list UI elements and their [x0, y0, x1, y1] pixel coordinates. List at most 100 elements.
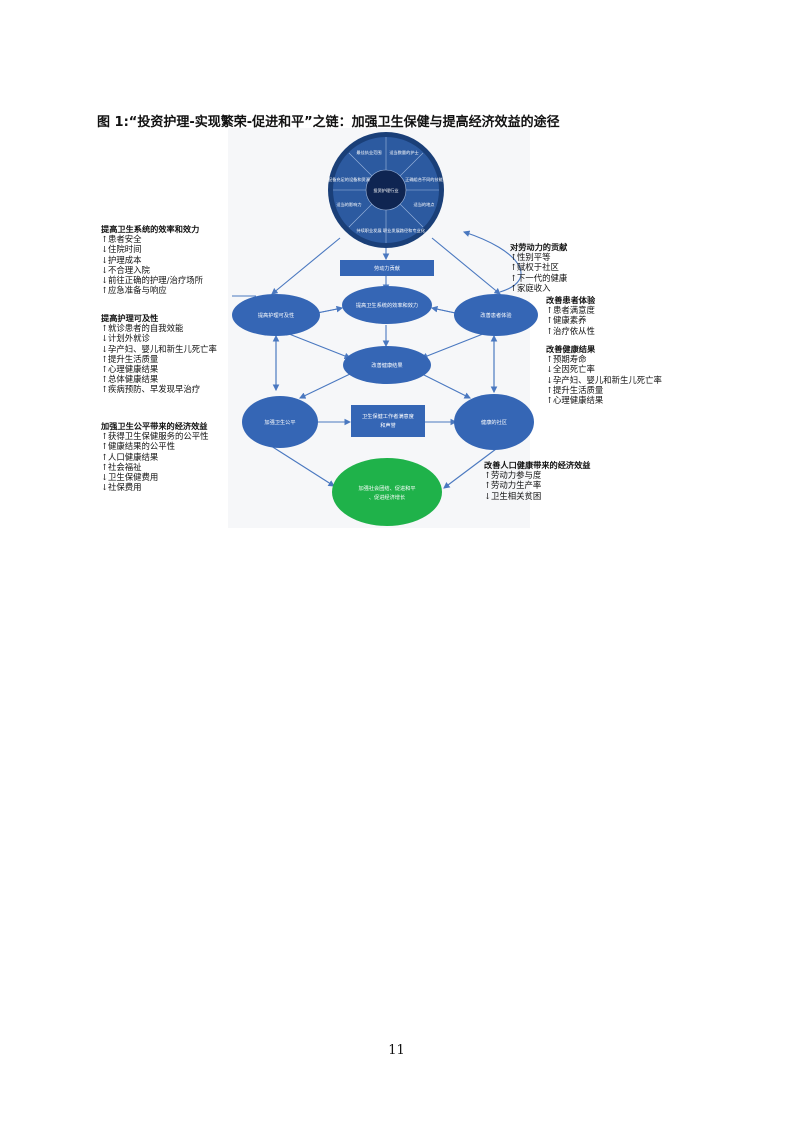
panel-list-item-text: 获得卫生保健服务的公平性: [108, 431, 209, 442]
up-arrow-icon: ↑: [546, 384, 554, 395]
equity-panel-heading: 加强卫生公平带来的经济效益: [101, 421, 208, 431]
wheel-segment-7: 适当的影响力: [336, 201, 361, 208]
panel-list-item-text: 计划外就诊: [108, 333, 150, 344]
down-arrow-icon: ↓: [101, 244, 109, 255]
panel-list-item: ↑赋权于社区: [510, 262, 567, 272]
wheel-segment-6: 持续职业发展: [356, 227, 382, 234]
outcomes-panel-list: ↑预期寿命↓全因死亡率↓孕产妇、婴儿和新生儿死亡率↑提升生活质量↑心理健康结果: [546, 354, 662, 405]
outcomes-panel-heading: 改善健康结果: [546, 344, 596, 354]
panel-list-item-text: 治疗依从性: [553, 325, 595, 336]
wheel-segment-3: 正确组合不同的技能: [405, 176, 444, 183]
panel-list-item: ↑应急准备与响应: [101, 285, 203, 295]
panel-list-item-text: 健康结果的公平性: [108, 441, 175, 452]
access-node-label: 提高护理可及性: [258, 311, 294, 319]
goal-node: [332, 458, 442, 526]
up-arrow-icon: ↑: [101, 364, 109, 375]
up-arrow-icon: ↑: [101, 234, 109, 245]
down-arrow-icon: ↓: [101, 254, 109, 265]
up-arrow-icon: ↑: [484, 470, 492, 481]
up-arrow-icon: ↑: [546, 315, 554, 326]
panel-list-item-text: 就诊患者的自我效能: [108, 323, 184, 334]
up-arrow-icon: ↑: [510, 262, 518, 273]
down-arrow-icon: ↓: [101, 333, 109, 344]
panel-list-item-text: 社保费用: [108, 482, 142, 493]
access-node: [232, 294, 320, 336]
panel-list-item-text: 劳动力参与度: [491, 470, 542, 481]
panel-list-item: ↑健康结果的公平性: [101, 441, 209, 451]
equity-panel-list: ↑获得卫生保健服务的公平性↑健康结果的公平性↑人口健康结果↑社会福祉↓卫生保健费…: [101, 431, 209, 492]
wheel-center-label: 投资护理行业: [373, 187, 398, 194]
panel-list-item-text: 提升生活质量: [108, 353, 159, 364]
down-arrow-icon: ↓: [546, 374, 554, 385]
up-arrow-icon: ↑: [101, 441, 109, 452]
workforce-satisfaction-line-1: 卫生保健工作者满意度: [362, 412, 414, 420]
down-arrow-icon: ↓: [546, 364, 554, 375]
health-outcomes-node: [343, 346, 431, 384]
down-arrow-icon: ↓: [101, 343, 109, 354]
panel-list-item: ↑疾病预防、早发现早治疗: [101, 384, 217, 394]
wheel-segment-5: 职业发展路径和专业化: [383, 227, 426, 234]
page-number: 11: [388, 1043, 405, 1058]
panel-list-item: ↑心理健康结果: [101, 364, 217, 374]
up-arrow-icon: ↑: [101, 431, 109, 442]
panel-list-item: ↑人口健康结果: [101, 452, 209, 462]
panel-list-item: ↓孕产妇、婴儿和新生儿死亡率: [546, 375, 662, 385]
health-equity-node-label: 加强卫生公平: [264, 418, 295, 426]
panel-list-item: ↑治疗依从性: [546, 326, 595, 336]
panel-list-item: ↑社会福祉: [101, 462, 209, 472]
panel-list-item: ↓计划外就诊: [101, 333, 217, 343]
wheel-segment-2: 适当数量的护士: [389, 149, 418, 156]
panel-list-item-text: 健康素养: [553, 315, 587, 326]
panel-list-item: ↑家庭收入: [510, 283, 567, 293]
up-arrow-icon: ↑: [510, 272, 518, 283]
panel-list-item: ↑劳动力参与度: [484, 470, 590, 480]
panel-list-item: ↓卫生保健费用: [101, 472, 209, 482]
panel-list-item: ↑性别平等: [510, 252, 567, 262]
up-arrow-icon: ↑: [101, 353, 109, 364]
labor-panel: 对劳动力的贡献 ↑性别平等↑赋权于社区↑下一代的健康↑家庭收入: [510, 242, 567, 293]
patient-panel: 改善患者体验 ↑患者满意度↑健康素养↑治疗依从性: [546, 295, 595, 336]
health-outcomes-node-label: 改善健康结果: [371, 361, 402, 369]
up-arrow-icon: ↑: [546, 325, 554, 336]
population-panel-list: ↑劳动力参与度↑劳动力生产率↓卫生相关贫困: [484, 470, 590, 501]
access-panel-list: ↑就诊患者的自我效能↓计划外就诊↓孕产妇、婴儿和新生儿死亡率↑提升生活质量↑心理…: [101, 323, 217, 394]
panel-list-item: ↑提升生活质量: [101, 354, 217, 364]
down-arrow-icon: ↓: [101, 472, 109, 483]
patient-panel-heading: 改善患者体验: [546, 295, 596, 305]
panel-list-item: ↑获得卫生保健服务的公平性: [101, 431, 209, 441]
panel-list-item-text: 劳动力生产率: [491, 480, 542, 491]
labor-contribution-box: [340, 260, 434, 276]
panel-list-item: ↓孕产妇、婴儿和新生儿死亡率: [101, 344, 217, 354]
panel-list-item: ↑劳动力生产率: [484, 480, 590, 490]
panel-list-item-text: 总体健康结果: [108, 374, 159, 385]
panel-list-item-text: 社会福祉: [108, 461, 142, 472]
up-arrow-icon: ↑: [546, 395, 554, 406]
health-equity-node: [242, 396, 318, 448]
panel-list-item-text: 应急准备与响应: [108, 285, 167, 296]
up-arrow-icon: ↑: [510, 282, 518, 293]
panel-list-item-text: 孕产妇、婴儿和新生儿死亡率: [553, 374, 662, 385]
efficiency-panel-heading: 提高卫生系统的效率和效力: [101, 224, 200, 234]
down-arrow-icon: ↓: [484, 490, 492, 501]
up-arrow-icon: ↑: [546, 354, 554, 365]
efficiency-node: [342, 286, 432, 324]
labor-panel-heading: 对劳动力的贡献: [510, 242, 568, 252]
healthy-community-node-label: 健康的社区: [481, 418, 507, 426]
up-arrow-icon: ↑: [484, 480, 492, 491]
panel-list-item: ↓前往正确的护理/治疗场所: [101, 275, 203, 285]
equity-panel: 加强卫生公平带来的经济效益 ↑获得卫生保健服务的公平性↑健康结果的公平性↑人口健…: [101, 421, 209, 492]
down-arrow-icon: ↓: [101, 275, 109, 286]
workforce-satisfaction-line-2: 和声誉: [380, 421, 396, 429]
goal-node-line-2: 、促进经济增长: [369, 493, 406, 501]
panel-list-item-text: 人口健康结果: [108, 451, 159, 462]
panel-list-item-text: 疾病预防、早发现早治疗: [108, 384, 201, 395]
down-arrow-icon: ↓: [101, 264, 109, 275]
panel-list-item: ↑预期寿命: [546, 354, 662, 364]
connector-arrows: [232, 230, 522, 489]
panel-list-item-text: 住院时间: [108, 244, 142, 255]
wheel-segment-8: 配备充足的设备和资源: [328, 176, 371, 183]
efficiency-panel-list: ↑患者安全↓住院时间↓护理成本↓不合理入院↓前往正确的护理/治疗场所↑应急准备与…: [101, 234, 203, 295]
up-arrow-icon: ↑: [101, 451, 109, 462]
panel-list-item-text: 家庭收入: [517, 282, 551, 293]
